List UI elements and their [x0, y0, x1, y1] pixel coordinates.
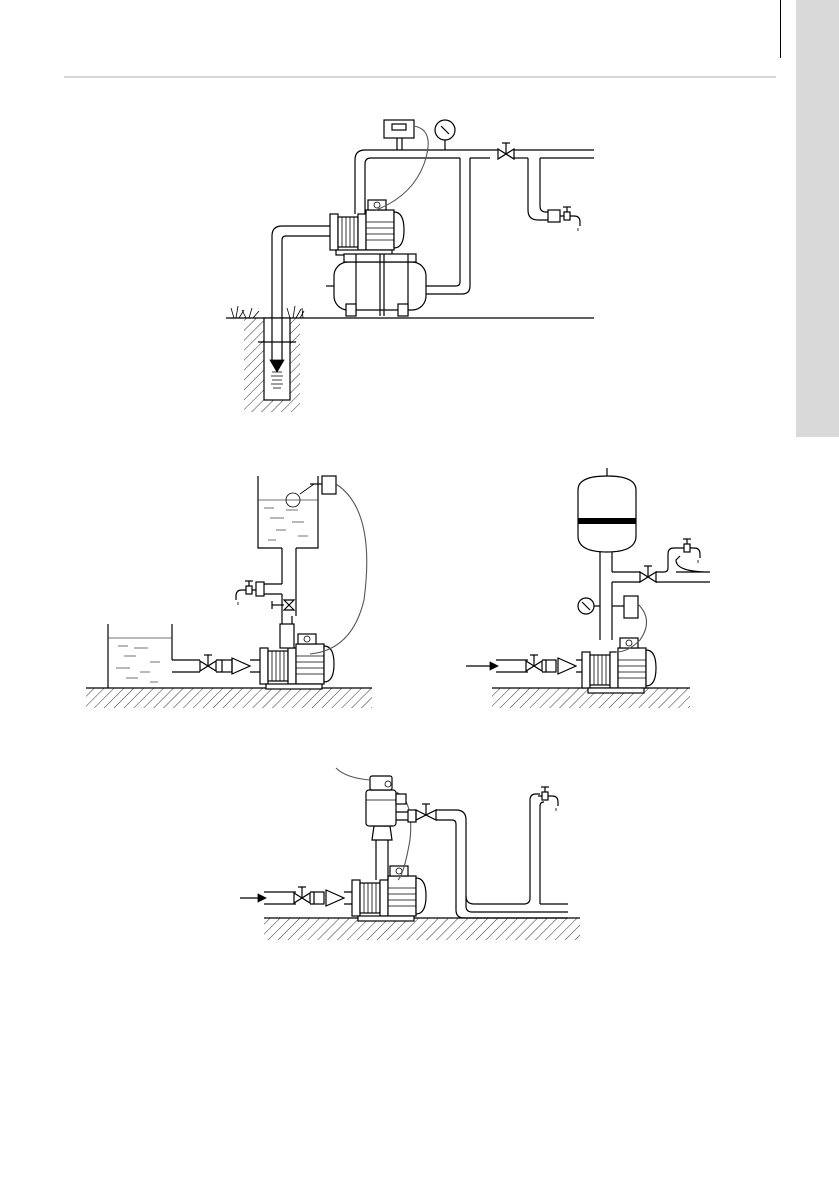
figure-tank-installation: [86, 476, 372, 708]
figure-mains-booster: [466, 468, 710, 708]
figure-well-installation: [226, 120, 594, 412]
figure-pressure-controller: [240, 768, 580, 940]
